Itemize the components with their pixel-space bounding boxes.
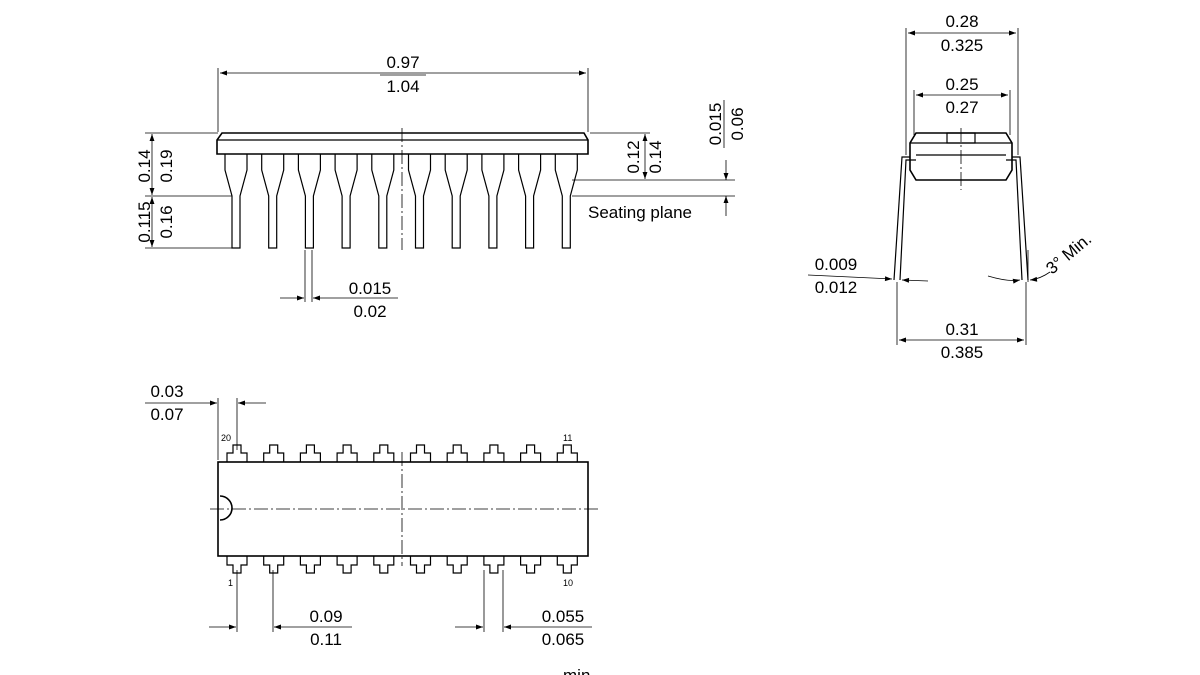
shoulder-min: 0.12 bbox=[624, 140, 643, 173]
inner-width-min: 0.25 bbox=[945, 75, 978, 94]
lead-thickness-min: 0.009 bbox=[815, 255, 858, 274]
top-pad bbox=[373, 556, 395, 574]
end-view: 0.28 0.325 0.25 0.27 0.009 0.012 3° Min.… bbox=[807, 12, 1095, 362]
side-lead bbox=[407, 154, 432, 249]
shoulder-max: 0.14 bbox=[646, 140, 665, 173]
angle-arc-left bbox=[987, 275, 1021, 284]
lead-width-max: 0.02 bbox=[353, 302, 386, 321]
standoff-min: 0.015 bbox=[706, 103, 725, 146]
pitch-min: 0.09 bbox=[309, 607, 342, 626]
end-body bbox=[909, 132, 1013, 181]
side-lead bbox=[481, 154, 505, 249]
side-view: 0.97 1.04 0.14 0.19 0.115 0.16 0.12 0.14… bbox=[135, 53, 747, 321]
side-lead bbox=[444, 154, 468, 249]
top-pad bbox=[336, 556, 358, 574]
top-pad bbox=[299, 556, 321, 574]
lead-thickness-arrow-right bbox=[901, 277, 929, 283]
top-pad bbox=[520, 444, 542, 462]
angle-label: 3° Min. bbox=[1042, 229, 1095, 278]
pin-label-10: 10 bbox=[563, 578, 573, 588]
spread-max: 0.385 bbox=[941, 343, 984, 362]
top-pad bbox=[263, 444, 285, 462]
inner-width-max: 0.27 bbox=[945, 98, 978, 117]
spread-min: 0.31 bbox=[945, 320, 978, 339]
lead-length-min: 0.115 bbox=[135, 201, 154, 242]
end-lead-left bbox=[893, 156, 916, 281]
top-pad bbox=[373, 444, 395, 462]
offset-min: 0.03 bbox=[150, 382, 183, 401]
side-lead bbox=[371, 154, 395, 249]
lead-thickness-arrow-left bbox=[807, 274, 893, 282]
end-lead-right bbox=[1006, 156, 1029, 281]
side-lead bbox=[554, 154, 578, 249]
top-pad bbox=[446, 444, 468, 462]
top-pad bbox=[556, 556, 578, 574]
top-view: 20 11 1 10 0.03 0.07 0.09 0.11 0.055 0.0… bbox=[145, 382, 598, 675]
side-lead bbox=[334, 154, 358, 249]
pitch-max: 0.11 bbox=[310, 630, 342, 649]
lead-width-min: 0.015 bbox=[349, 279, 392, 298]
top-pad bbox=[336, 444, 358, 462]
top-pad bbox=[409, 444, 432, 462]
top-pad bbox=[483, 444, 505, 462]
end-width-max: 0.325 bbox=[941, 36, 984, 55]
offset-max: 0.07 bbox=[150, 405, 183, 424]
body-height-min: 0.14 bbox=[135, 149, 154, 182]
top-pad bbox=[556, 444, 578, 462]
seating-plane-label: Seating plane bbox=[588, 203, 692, 222]
pin-label-20: 20 bbox=[221, 433, 231, 443]
side-body bbox=[216, 132, 589, 155]
lead-length-max: 0.16 bbox=[157, 205, 176, 238]
pin-label-11: 11 bbox=[563, 433, 572, 443]
top-pads bbox=[226, 444, 578, 574]
standoff-max: 0.06 bbox=[728, 107, 747, 140]
top-pad bbox=[520, 556, 542, 574]
side-leads bbox=[224, 154, 578, 249]
pad-max: 0.065 bbox=[542, 630, 585, 649]
top-pad bbox=[483, 556, 505, 574]
side-lead bbox=[297, 154, 321, 249]
side-lead bbox=[224, 154, 248, 249]
end-width-min: 0.28 bbox=[945, 12, 978, 31]
top-pad bbox=[299, 444, 321, 462]
angle-arc-right bbox=[1029, 271, 1051, 282]
side-lead bbox=[518, 154, 542, 249]
lead-thickness-max: 0.012 bbox=[815, 278, 858, 297]
body-height-max: 0.19 bbox=[157, 149, 176, 182]
footer-fragment: min bbox=[563, 666, 590, 675]
pin-label-1: 1 bbox=[228, 578, 233, 588]
length-min: 0.97 bbox=[386, 53, 419, 72]
side-lead bbox=[261, 154, 285, 249]
pin1-notch bbox=[219, 495, 233, 521]
top-pad bbox=[409, 556, 432, 574]
pad-min: 0.055 bbox=[542, 607, 585, 626]
length-max: 1.04 bbox=[386, 77, 419, 96]
top-pad bbox=[446, 556, 468, 574]
top-pad bbox=[263, 556, 285, 574]
